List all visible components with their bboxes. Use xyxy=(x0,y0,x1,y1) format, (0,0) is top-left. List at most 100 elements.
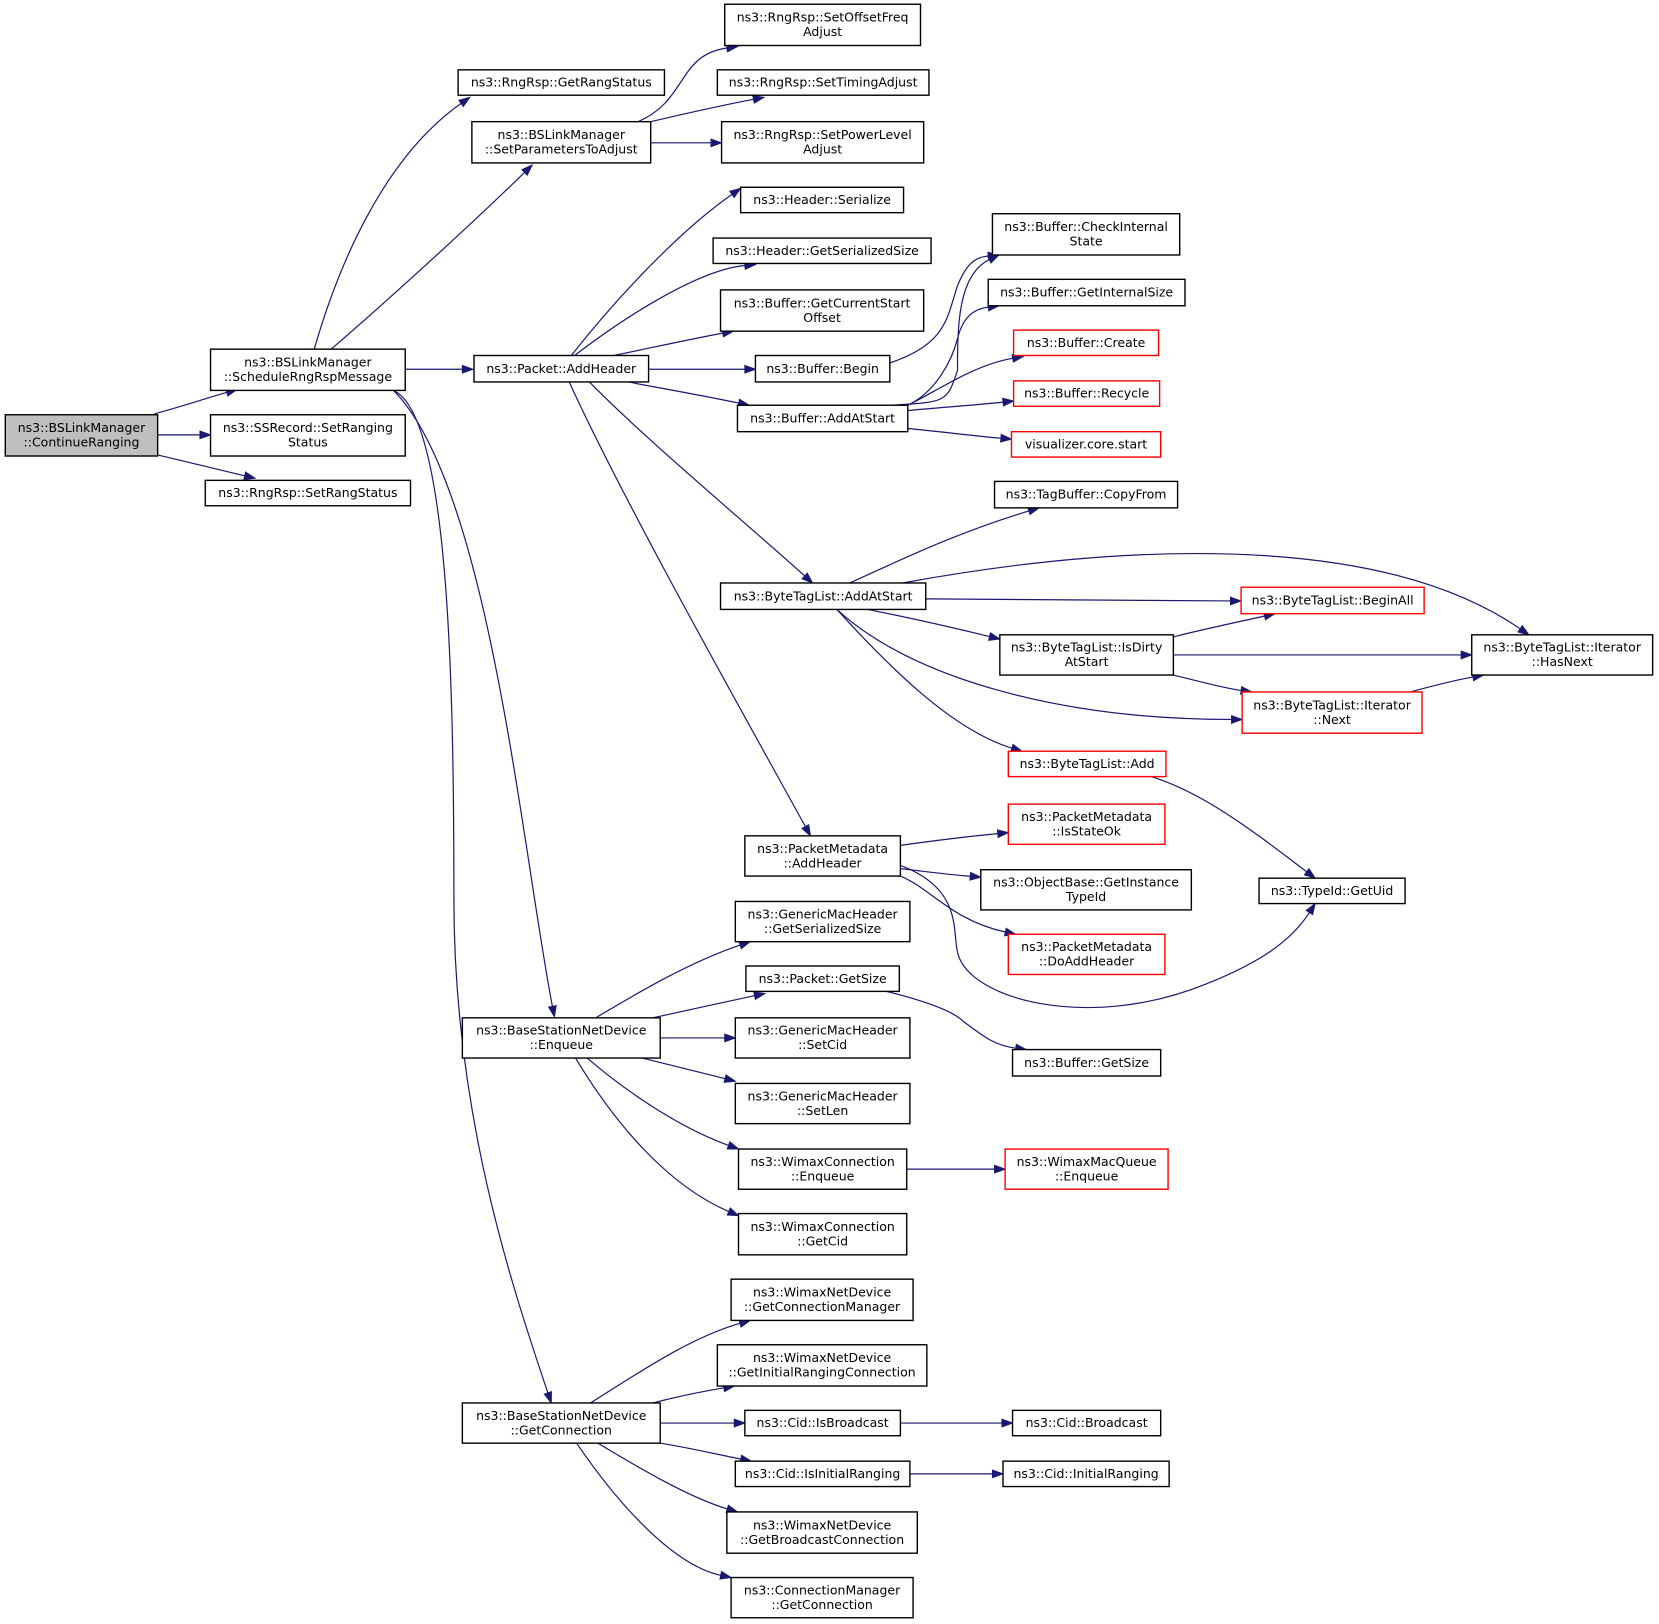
node-bytetaglist-addatstart[interactable]: ns3::ByteTagList::AddAtStart xyxy=(719,582,927,611)
node-cid-isinitialranging[interactable]: ns3::Cid::IsInitialRanging xyxy=(734,1460,911,1488)
edge-packet_addheader-to-buffer_addatstart xyxy=(628,381,751,408)
node-rngrsp-settimingadjust[interactable]: ns3::RngRsp::SetTimingAdjust xyxy=(716,69,930,96)
node-box xyxy=(993,480,1179,509)
node-label-line: ns3::WimaxConnection xyxy=(750,1219,894,1234)
node-label-line: ns3::BSLinkManager xyxy=(18,420,146,435)
node-wimaxnetdevice-getconnectionmanager[interactable]: ns3::WimaxNetDevice::GetConnectionManage… xyxy=(730,1278,914,1322)
node-bslinkmanager-setparameterstoadjust[interactable]: ns3::BSLinkManager::SetParametersToAdjus… xyxy=(471,120,652,164)
node-packet-addheader[interactable]: ns3::Packet::AddHeader xyxy=(473,354,650,383)
node-visualizer-core-start[interactable]: visualizer.core.start xyxy=(1010,430,1162,458)
node-packet-getsize[interactable]: ns3::Packet::GetSize xyxy=(745,965,901,993)
node-header-serialize[interactable]: ns3::Header::Serialize xyxy=(739,186,905,214)
node-cid-isbroadcast[interactable]: ns3::Cid::IsBroadcast xyxy=(744,1409,902,1437)
edge-line xyxy=(1173,615,1265,638)
edge-continue_ranging-to-schedule_rngrsp xyxy=(154,388,239,415)
node-cid-initialranging[interactable]: ns3::Cid::InitialRanging xyxy=(1002,1460,1170,1488)
node-box xyxy=(473,354,650,383)
node-label-line: Status xyxy=(288,435,328,450)
node-wimaxnetdevice-getbroadcastconnection[interactable]: ns3::WimaxNetDevice::GetBroadcastConnect… xyxy=(726,1511,919,1554)
node-box xyxy=(461,1402,661,1444)
edge-line xyxy=(157,454,245,477)
node-header-getserializedsize[interactable]: ns3::Header::GetSerializedSize xyxy=(712,237,932,265)
node-rngrsp-setrangstatus[interactable]: ns3::RngRsp::SetRangStatus xyxy=(204,479,412,507)
node-wimaxconnection-enqueue[interactable]: ns3::WimaxConnection::Enqueue xyxy=(737,1148,908,1190)
node-cid-broadcast[interactable]: ns3::Cid::Broadcast xyxy=(1011,1409,1162,1437)
node-label-line: TypeId xyxy=(1065,889,1106,904)
edge-line xyxy=(652,995,755,1019)
node-wimaxnetdevice-getinitialrangingconnection[interactable]: ns3::WimaxNetDevice::GetInitialRangingCo… xyxy=(716,1344,928,1387)
node-buffer-getsize[interactable]: ns3::Buffer::GetSize xyxy=(1011,1048,1162,1077)
arrowhead-icon xyxy=(733,1418,747,1428)
node-label-line: ns3::RngRsp::SetPowerLevel xyxy=(734,127,912,142)
node-genericmacheader-setlen[interactable]: ns3::GenericMacHeader::SetLen xyxy=(734,1082,911,1125)
node-buffer-addatstart[interactable]: ns3::Buffer::AddAtStart xyxy=(736,404,909,433)
arrowhead-icon xyxy=(753,991,767,1001)
node-label-line: ::DoAddHeader xyxy=(1039,954,1135,969)
arrowhead-icon xyxy=(1002,397,1016,407)
node-basestationnetdevice-enqueue[interactable]: ns3::BaseStationNetDevice::Enqueue xyxy=(461,1017,661,1059)
node-label-line: Adjust xyxy=(803,142,842,157)
node-label-line: ns3::ByteTagList::Iterator xyxy=(1253,697,1411,712)
node-bytetaglist-iterator-hasnext[interactable]: ns3::ByteTagList::Iterator::HasNext xyxy=(1471,634,1654,676)
node-box xyxy=(730,1576,914,1619)
edge-line xyxy=(570,193,733,356)
node-packetmetadata-doaddheader[interactable]: ns3::PacketMetadata::DoAddHeader xyxy=(1007,933,1166,976)
node-label-line: ns3::WimaxMacQueue xyxy=(1017,1154,1157,1169)
node-box xyxy=(734,1017,911,1059)
edge-line xyxy=(652,1387,724,1404)
arrowhead-icon xyxy=(728,187,742,199)
node-label-line: ::GetConnection xyxy=(771,1597,872,1612)
edge-buffer_addatstart-to-visualizer_core_start xyxy=(907,427,1013,443)
node-box xyxy=(471,120,652,164)
node-packetmetadata-isstateok[interactable]: ns3::PacketMetadata::IsStateOk xyxy=(1007,803,1166,846)
node-label-line: ns3::ObjectBase::GetInstance xyxy=(993,875,1179,890)
arrowhead-icon xyxy=(1305,902,1316,916)
node-rngrsp-getrangstatus[interactable]: ns3::RngRsp::GetRangStatus xyxy=(457,69,666,96)
node-basestationnetdevice-getconnection[interactable]: ns3::BaseStationNetDevice::GetConnection xyxy=(461,1402,661,1444)
edge-packet_addheader-to-buffer_begin xyxy=(648,364,757,374)
arrowhead-icon xyxy=(543,1391,552,1405)
node-typeid-getuid[interactable]: ns3::TypeId::GetUid xyxy=(1258,877,1406,905)
edge-bytetaglist_isdirtyatstart-to-iterator_hasnext xyxy=(1173,650,1474,660)
node-genericmacheader-getserializedsize[interactable]: ns3::GenericMacHeader::GetSerializedSize xyxy=(734,900,911,943)
edge-bs_enqueue-to-gmh_setlen xyxy=(642,1057,737,1083)
arrowhead-icon xyxy=(1517,624,1531,636)
edge-line xyxy=(907,357,1013,406)
node-buffer-recycle[interactable]: ns3::Buffer::Recycle xyxy=(1012,380,1161,407)
edge-bs_getconnection-to-wnd_getconnectionmanager xyxy=(590,1319,752,1404)
node-tagbuffer-copyfrom[interactable]: ns3::TagBuffer::CopyFrom xyxy=(993,480,1179,509)
edge-line xyxy=(574,264,745,356)
edge-bytetaglist_addatstart-to-bytetaglist_beginall xyxy=(925,596,1243,606)
edge-line xyxy=(586,1057,729,1146)
edge-line xyxy=(660,1442,741,1460)
node-box xyxy=(1012,380,1161,407)
arrowhead-icon xyxy=(738,940,752,950)
node-box xyxy=(1241,691,1423,734)
node-label-line: ::SetLen xyxy=(797,1103,848,1118)
node-wimaxconnection-getcid[interactable]: ns3::WimaxConnection::GetCid xyxy=(737,1212,908,1256)
node-bytetaglist-add[interactable]: ns3::ByteTagList::Add xyxy=(1007,750,1167,778)
node-box xyxy=(1011,1048,1162,1077)
node-packetmetadata-addheader[interactable]: ns3::PacketMetadata::AddHeader xyxy=(744,835,902,877)
edge-line xyxy=(613,332,723,357)
node-connectionmanager-getconnection[interactable]: ns3::ConnectionManager::GetConnection xyxy=(730,1576,914,1619)
edge-buffer_addatstart-to-buffer_create xyxy=(907,353,1025,406)
node-bslinkmanager-schedulerngrspmessage[interactable]: ns3::BSLinkManager::ScheduleRngRspMessag… xyxy=(209,348,406,392)
node-buffer-create[interactable]: ns3::Buffer::Create xyxy=(1012,329,1160,357)
node-buffer-getinternalsize[interactable]: ns3::Buffer::GetInternalSize xyxy=(987,278,1186,307)
node-wimaxmacqueue-enqueue[interactable]: ns3::WimaxMacQueue::Enqueue xyxy=(1004,1148,1169,1190)
node-buffer-begin[interactable]: ns3::Buffer::Begin xyxy=(754,354,891,383)
node-label-line: ns3::GenericMacHeader xyxy=(748,1023,899,1038)
node-bytetaglist-iterator-next[interactable]: ns3::ByteTagList::Iterator::Next xyxy=(1241,691,1423,734)
node-label-line: ::SetParametersToAdjust xyxy=(485,142,638,157)
node-box xyxy=(1002,1460,1170,1488)
node-genericmacheader-setcid[interactable]: ns3::GenericMacHeader::SetCid xyxy=(734,1017,911,1059)
node-bytetaglist-beginall[interactable]: ns3::ByteTagList::BeginAll xyxy=(1240,586,1425,615)
